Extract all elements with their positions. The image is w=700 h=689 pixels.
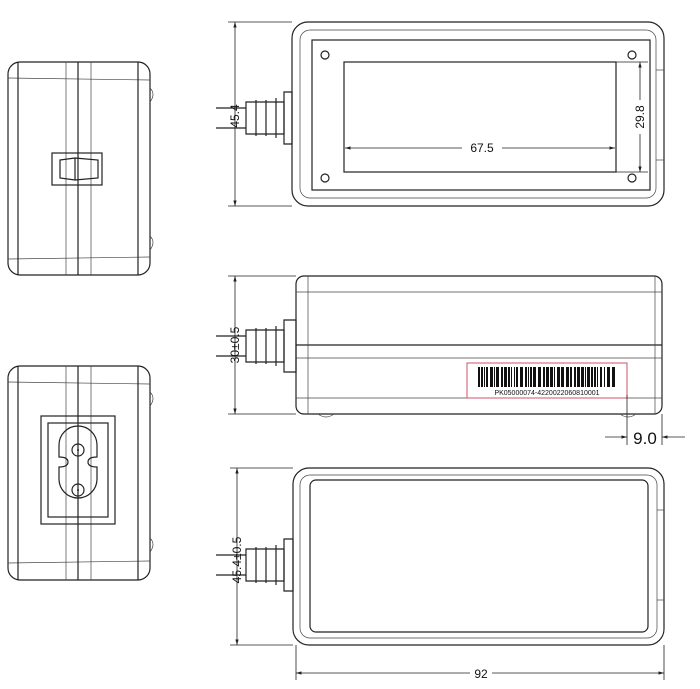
barcode-bar <box>550 367 553 387</box>
barcode-bar <box>543 367 545 387</box>
cable-strain-relief <box>216 319 297 373</box>
barcode-bar <box>484 367 485 387</box>
barcode-bar <box>538 367 541 387</box>
barcode-bar <box>612 367 615 387</box>
end-view-outlet <box>7 365 154 581</box>
barcode-bar <box>546 367 549 387</box>
c8-outlet <box>58 425 98 499</box>
barcode-bar <box>481 367 483 387</box>
barcode-bar <box>508 367 510 387</box>
barcode-bar <box>577 367 580 387</box>
barcode-bar <box>490 367 493 387</box>
dim-side-height: 30±0.5 <box>228 326 242 363</box>
barcode-bar <box>587 367 590 387</box>
dim-window-width: 67.5 <box>470 141 494 155</box>
barcode-bar <box>525 367 527 387</box>
barcode-bar <box>516 367 518 387</box>
barcode-bar <box>585 367 586 387</box>
dim-bottom-height: 45.4±0.5 <box>230 536 244 583</box>
barcode-bar <box>504 367 507 387</box>
top-view: 45.4 67.5 29.8 <box>216 21 665 207</box>
barcode-bar <box>557 367 560 387</box>
dim-foot-offset: 9.0 <box>633 429 657 448</box>
barcode-bar <box>594 367 596 387</box>
barcode-bar <box>478 367 480 387</box>
serial-label: PK05000074-4220022060810001 <box>466 362 628 399</box>
barcode-bar <box>581 367 584 387</box>
barcode-bar <box>561 367 564 387</box>
barcode-bar <box>554 367 555 387</box>
dim-window-height: 29.8 <box>633 105 647 129</box>
barcode-bar <box>530 367 532 387</box>
cable-strain-relief <box>216 538 294 592</box>
serial-number: PK05000074-4220022060810001 <box>494 390 599 397</box>
barcode-bar <box>501 367 503 387</box>
barcode <box>478 367 615 387</box>
barcode-bar <box>597 367 598 387</box>
barcode-bar <box>570 367 572 387</box>
barcode-bar <box>607 367 610 387</box>
barcode-bar <box>528 367 529 387</box>
barcode-bar <box>520 367 523 387</box>
barcode-bar <box>566 367 569 387</box>
barcode-bar <box>496 367 499 387</box>
barcode-bar <box>574 367 576 387</box>
barcode-bar <box>511 367 512 387</box>
dim-overall-length: 92 <box>474 667 488 681</box>
barcode-bar <box>600 367 602 387</box>
switch <box>51 152 103 186</box>
cable-strain-relief <box>216 91 293 145</box>
dim-top-height: 45.4 <box>228 104 242 128</box>
barcode-bar <box>494 367 495 387</box>
barcode-bar <box>533 367 536 387</box>
barcode-bar <box>604 367 605 387</box>
end-view-switch <box>7 61 154 276</box>
bottom-view: 45.4±0.5 92 <box>216 467 665 681</box>
barcode-bar <box>486 367 488 387</box>
barcode-bar <box>591 367 593 387</box>
barcode-bar <box>514 367 515 387</box>
side-view: 30±0.5 PK05000074-4220022060810001 9.0 <box>216 275 685 448</box>
